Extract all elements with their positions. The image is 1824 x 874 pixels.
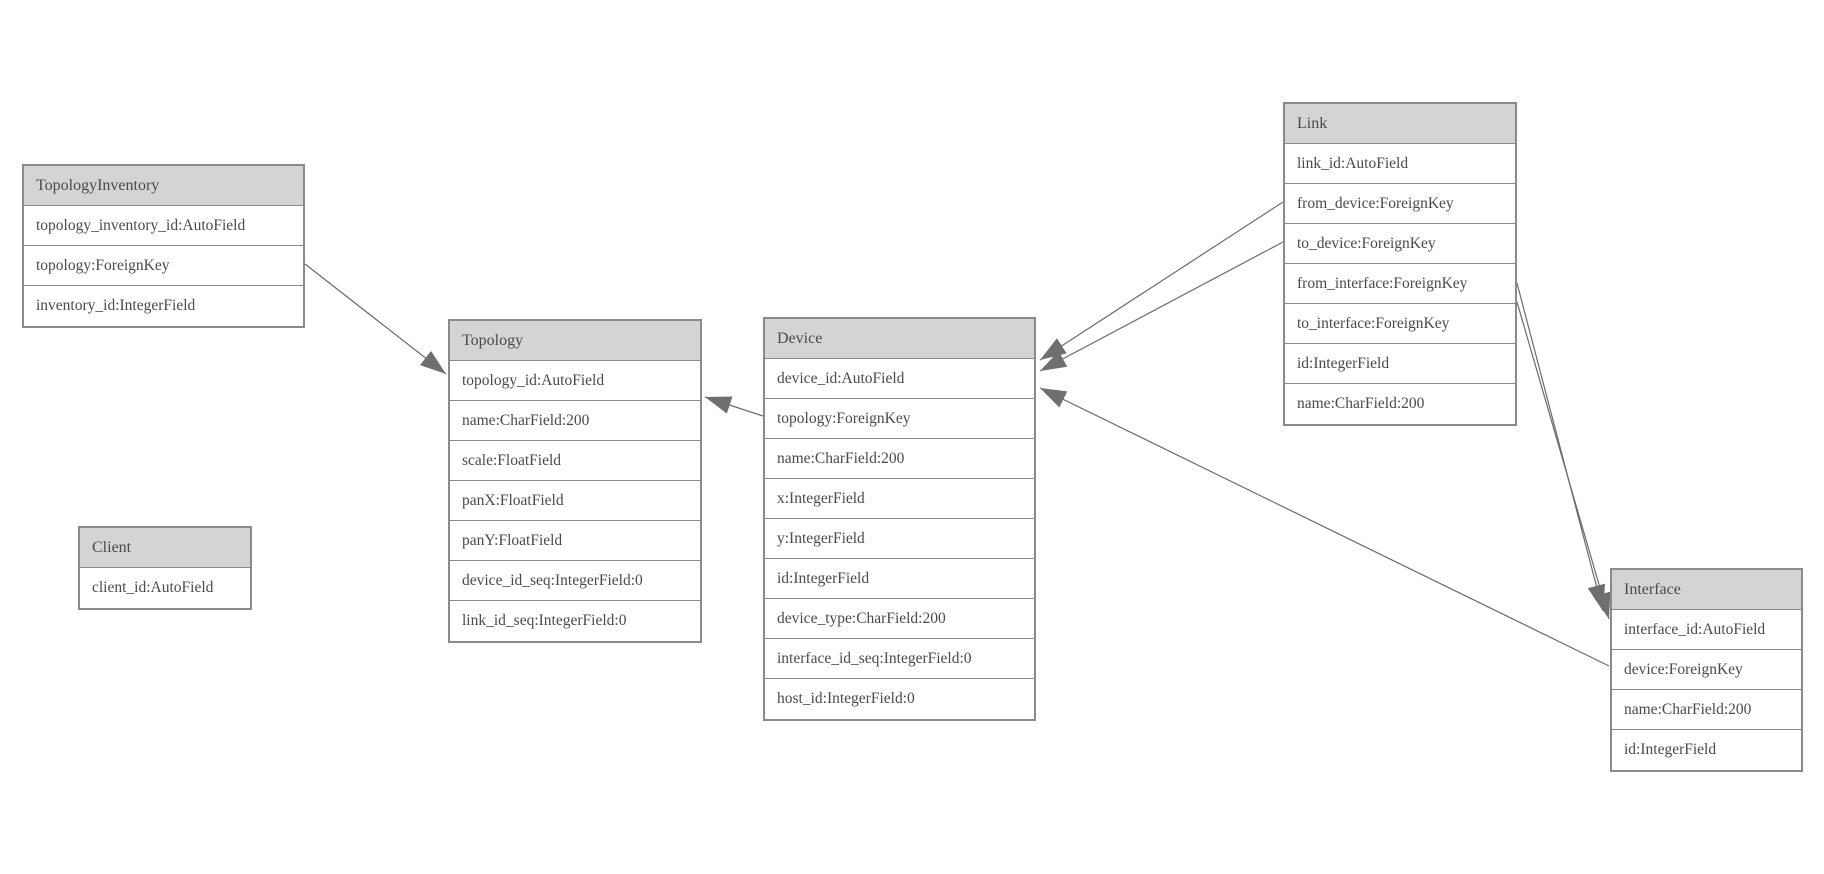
field-row-topology-inventory-2: inventory_id:IntegerField bbox=[24, 286, 303, 326]
field-row-topology-4: panY:FloatField bbox=[450, 521, 700, 561]
field-row-link-4: to_interface:ForeignKey bbox=[1285, 304, 1515, 344]
relation-interface-device bbox=[1039, 387, 1610, 667]
field-row-device-2: name:CharField:200 bbox=[765, 439, 1034, 479]
relation-link-to_device-device bbox=[1039, 241, 1284, 372]
entity-title-device: Device bbox=[765, 319, 1034, 359]
field-row-device-6: device_type:CharField:200 bbox=[765, 599, 1034, 639]
field-row-device-0: device_id:AutoField bbox=[765, 359, 1034, 399]
relation-link-from_device-device bbox=[1039, 201, 1284, 361]
relation-topologyinventory-topology bbox=[304, 263, 447, 375]
field-row-link-0: link_id:AutoField bbox=[1285, 144, 1515, 184]
field-row-topology-2: scale:FloatField bbox=[450, 441, 700, 481]
field-row-topology-3: panX:FloatField bbox=[450, 481, 700, 521]
field-row-client-0: client_id:AutoField bbox=[80, 568, 250, 608]
field-row-link-1: from_device:ForeignKey bbox=[1285, 184, 1515, 224]
entity-title-topology: Topology bbox=[450, 321, 700, 361]
field-row-device-5: id:IntegerField bbox=[765, 559, 1034, 599]
entity-title-interface: Interface bbox=[1612, 570, 1801, 610]
field-row-interface-3: id:IntegerField bbox=[1612, 730, 1801, 770]
field-row-topology-0: topology_id:AutoField bbox=[450, 361, 700, 401]
entity-title-link: Link bbox=[1285, 104, 1515, 144]
field-row-topology-inventory-0: topology_inventory_id:AutoField bbox=[24, 206, 303, 246]
field-row-device-7: interface_id_seq:IntegerField:0 bbox=[765, 639, 1034, 679]
field-row-link-5: id:IntegerField bbox=[1285, 344, 1515, 384]
field-row-topology-6: link_id_seq:IntegerField:0 bbox=[450, 601, 700, 641]
field-row-interface-1: device:ForeignKey bbox=[1612, 650, 1801, 690]
field-row-link-3: from_interface:ForeignKey bbox=[1285, 264, 1515, 304]
field-row-device-4: y:IntegerField bbox=[765, 519, 1034, 559]
field-row-topology-5: device_id_seq:IntegerField:0 bbox=[450, 561, 700, 601]
field-row-link-6: name:CharField:200 bbox=[1285, 384, 1515, 424]
field-row-topology-1: name:CharField:200 bbox=[450, 401, 700, 441]
field-row-interface-2: name:CharField:200 bbox=[1612, 690, 1801, 730]
relation-device-topology bbox=[704, 396, 764, 417]
relation-link-from_interface-interface bbox=[1516, 282, 1606, 612]
field-row-device-1: topology:ForeignKey bbox=[765, 399, 1034, 439]
relation-link-to_interface-interface bbox=[1516, 301, 1611, 620]
entity-title-client: Client bbox=[80, 528, 250, 568]
relation-edges bbox=[304, 201, 1611, 667]
field-row-device-8: host_id:IntegerField:0 bbox=[765, 679, 1034, 719]
field-row-link-2: to_device:ForeignKey bbox=[1285, 224, 1515, 264]
entity-title-topology-inventory: TopologyInventory bbox=[24, 166, 303, 206]
field-row-interface-0: interface_id:AutoField bbox=[1612, 610, 1801, 650]
field-row-device-3: x:IntegerField bbox=[765, 479, 1034, 519]
field-row-topology-inventory-1: topology:ForeignKey bbox=[24, 246, 303, 286]
